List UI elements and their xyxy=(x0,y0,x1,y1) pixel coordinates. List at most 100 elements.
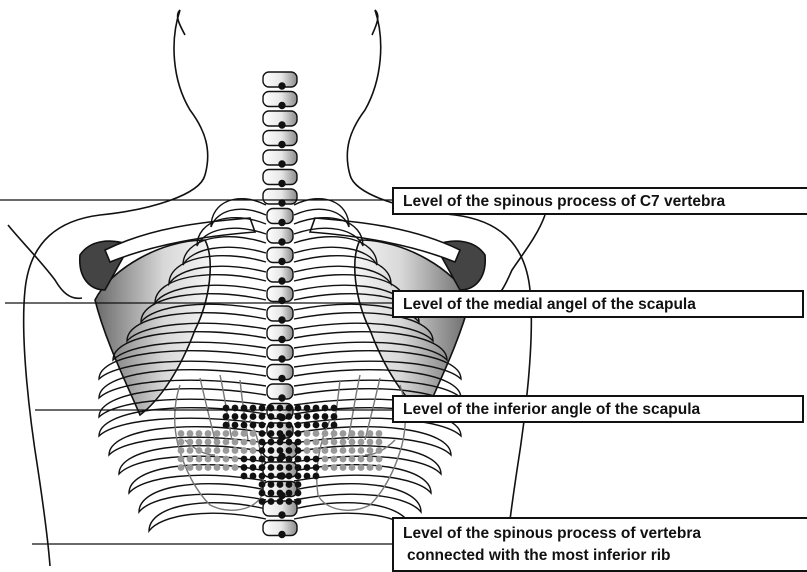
palpation-dot xyxy=(259,430,266,437)
palpation-dot xyxy=(196,430,203,437)
spinous-process xyxy=(279,512,285,518)
palpation-dot xyxy=(196,447,203,454)
palpation-dot xyxy=(286,430,293,437)
palpation-dot xyxy=(205,464,212,471)
palpation-dot xyxy=(295,422,302,429)
palpation-dot xyxy=(286,481,293,488)
palpation-dot xyxy=(286,439,293,446)
palpation-dot xyxy=(268,439,275,446)
palpation-dot xyxy=(295,430,302,437)
spinous-process xyxy=(279,161,285,167)
palpation-dot xyxy=(313,473,320,480)
palpation-dot xyxy=(277,430,284,437)
palpation-dot xyxy=(277,439,284,446)
palpation-dot xyxy=(205,447,212,454)
label-inferior-rib-level: Level of the spinous process of vertebra… xyxy=(392,517,807,572)
palpation-dot xyxy=(268,464,275,471)
palpation-dot xyxy=(304,422,311,429)
palpation-dot xyxy=(241,430,248,437)
palpation-dot xyxy=(241,439,248,446)
palpation-dot xyxy=(295,490,302,497)
spinous-process xyxy=(279,356,285,362)
palpation-dot xyxy=(250,430,257,437)
spinous-process xyxy=(279,200,285,206)
palpation-dot xyxy=(259,464,266,471)
palpation-dot xyxy=(259,422,266,429)
spinous-process xyxy=(279,395,285,401)
palpation-dot xyxy=(259,439,266,446)
palpation-dot xyxy=(214,447,221,454)
palpation-dot xyxy=(313,447,320,454)
palpation-dot xyxy=(376,456,383,463)
palpation-dot xyxy=(223,464,230,471)
palpation-dot xyxy=(277,490,284,497)
palpation-dot xyxy=(376,464,383,471)
label-inferior-rib-line1: Level of the spinous process of vertebra xyxy=(403,523,807,545)
palpation-dot xyxy=(259,498,266,505)
palpation-dot xyxy=(358,439,365,446)
palpation-dot xyxy=(295,481,302,488)
palpation-dot xyxy=(322,447,329,454)
palpation-dot xyxy=(277,481,284,488)
palpation-dot xyxy=(232,456,239,463)
palpation-dot xyxy=(241,413,248,420)
palpation-dot xyxy=(286,456,293,463)
palpation-dot xyxy=(178,430,185,437)
spinous-process xyxy=(279,103,285,109)
palpation-dot xyxy=(295,473,302,480)
label-c7-level: Level of the spinous process of C7 verte… xyxy=(392,187,807,215)
palpation-dot xyxy=(259,481,266,488)
palpation-dot xyxy=(286,473,293,480)
palpation-dot xyxy=(331,464,338,471)
palpation-dot xyxy=(250,413,257,420)
palpation-dot xyxy=(250,422,257,429)
palpation-dot xyxy=(232,439,239,446)
palpation-dot xyxy=(250,473,257,480)
palpation-dot xyxy=(196,464,203,471)
palpation-dot xyxy=(250,456,257,463)
palpation-dot xyxy=(178,439,185,446)
palpation-dot xyxy=(277,413,284,420)
palpation-dot xyxy=(304,473,311,480)
palpation-dot xyxy=(214,456,221,463)
palpation-dot xyxy=(376,447,383,454)
palpation-dot xyxy=(214,430,221,437)
palpation-dot xyxy=(268,447,275,454)
palpation-dot xyxy=(214,464,221,471)
palpation-dot xyxy=(331,413,338,420)
palpation-dot xyxy=(349,430,356,437)
spinous-process xyxy=(279,317,285,323)
palpation-dot xyxy=(322,422,329,429)
palpation-dot xyxy=(241,464,248,471)
palpation-dot xyxy=(286,498,293,505)
palpation-dot xyxy=(322,430,329,437)
palpation-dot xyxy=(268,473,275,480)
palpation-dot xyxy=(268,422,275,429)
palpation-dot xyxy=(187,439,194,446)
palpation-dot xyxy=(340,464,347,471)
palpation-dot xyxy=(268,481,275,488)
palpation-dot xyxy=(277,447,284,454)
palpation-dot xyxy=(358,464,365,471)
palpation-dot xyxy=(313,422,320,429)
palpation-dot xyxy=(313,439,320,446)
palpation-dot xyxy=(223,422,230,429)
palpation-dot xyxy=(340,430,347,437)
palpation-dot xyxy=(286,464,293,471)
palpation-dot xyxy=(277,456,284,463)
palpation-dot xyxy=(250,439,257,446)
palpation-dot xyxy=(340,447,347,454)
palpation-dot xyxy=(313,430,320,437)
palpation-dot xyxy=(223,413,230,420)
palpation-dot xyxy=(241,447,248,454)
palpation-dot xyxy=(178,456,185,463)
palpation-dot xyxy=(268,498,275,505)
spinous-process xyxy=(279,532,285,538)
palpation-dot xyxy=(304,456,311,463)
palpation-dot xyxy=(367,447,374,454)
palpation-dot xyxy=(295,498,302,505)
palpation-dot xyxy=(259,456,266,463)
palpation-dot xyxy=(331,447,338,454)
palpation-dot xyxy=(358,456,365,463)
